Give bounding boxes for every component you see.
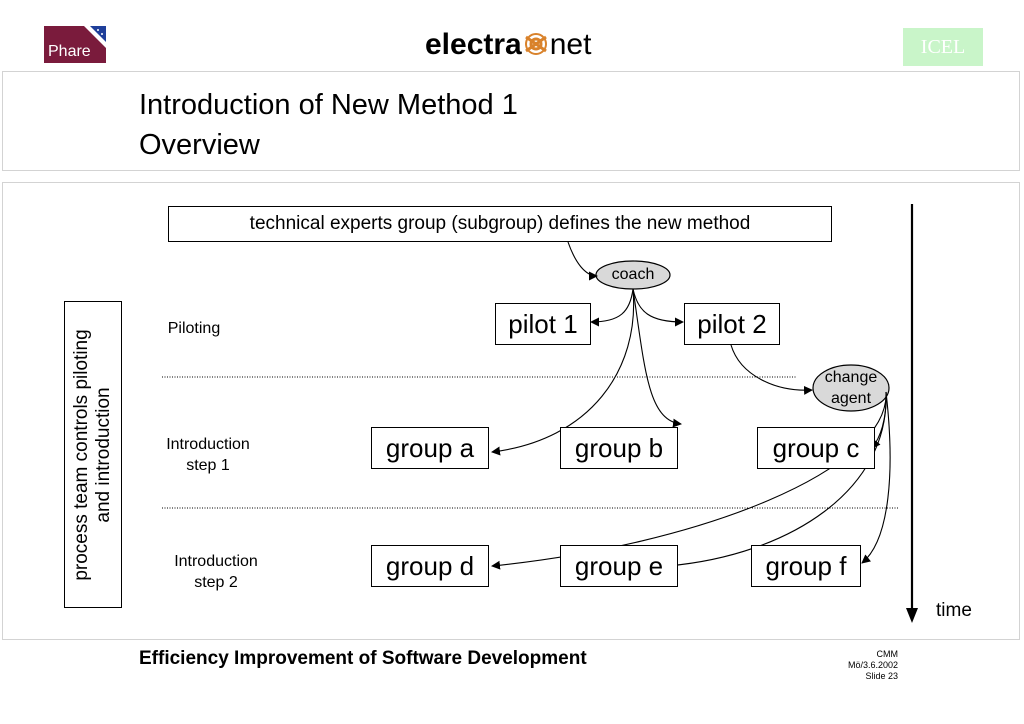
process-team-box: process team controls piloting and intro… [64,301,122,608]
process-team-label: process team controls piloting and intro… [71,305,115,605]
footer-meta-line3: Slide 23 [865,671,898,681]
knot-icon [524,33,547,55]
arrow-pilot2-change-agent [730,344,813,395]
group-d-box: group d [371,545,489,587]
arrow-coach-group-b [632,288,682,428]
change-agent-oval [812,364,890,412]
introduction-step2-label-line1: Introduction [174,553,258,570]
diagram-panel [2,182,1020,640]
arrow-experts-coach [567,241,598,281]
phare-logo: Phare [44,26,106,63]
introduction-step1-label-line2: step 1 [186,457,230,474]
electranet-logo-right: net [549,28,592,61]
title-panel [2,71,1020,171]
time-label: time [936,600,972,621]
arrow-change-agent-group-f [861,391,891,564]
slide-title-line1: Introduction of New Method 1 [139,89,518,121]
group-e-box: group e [560,545,678,587]
footer-meta: CMM Mö/3.6.2002 Slide 23 [800,649,898,682]
flag-icon [84,26,106,48]
arrow-coach-pilot1 [590,288,634,327]
footer-meta-line1: CMM [876,649,899,659]
arrow-change-agent-group-e [667,391,887,570]
pilot-2-box: pilot 2 [684,303,780,345]
change-agent-label-line1: change [824,369,878,386]
footer-meta-line2: Mö/3.6.2002 [847,660,898,670]
arrow-coach-pilot2 [632,288,684,327]
pilot-1-box: pilot 1 [495,303,591,345]
arrow-coach-group-a [491,288,635,456]
change-agent-label-line2: agent [830,390,872,407]
time-arrow-head [906,608,918,623]
electranet-logo-left: electra [425,28,522,61]
process-team-label-line1: process team controls piloting [71,328,92,581]
group-b-box: group b [560,427,678,469]
phare-logo-text: Phare [48,43,91,60]
footer-title: Efficiency Improvement of Software Devel… [139,648,587,669]
introduction-step1-label-line1: Introduction [166,436,250,453]
process-team-label-line2: and introduction [93,386,114,523]
slide-title-line2: Overview [139,129,260,161]
group-a-box: group a [371,427,489,469]
group-c-box: group c [757,427,875,469]
group-f-box: group f [751,545,861,587]
technical-experts-box: technical experts group (subgroup) defin… [168,206,832,242]
coach-label: coach [611,266,655,283]
icel-logo: ICEL [903,28,983,66]
piloting-label: Piloting [167,320,221,337]
electranet-logo: electra net [425,27,591,63]
arrow-change-agent-group-d [491,391,887,570]
introduction-step2-label-line2: step 2 [194,574,238,591]
